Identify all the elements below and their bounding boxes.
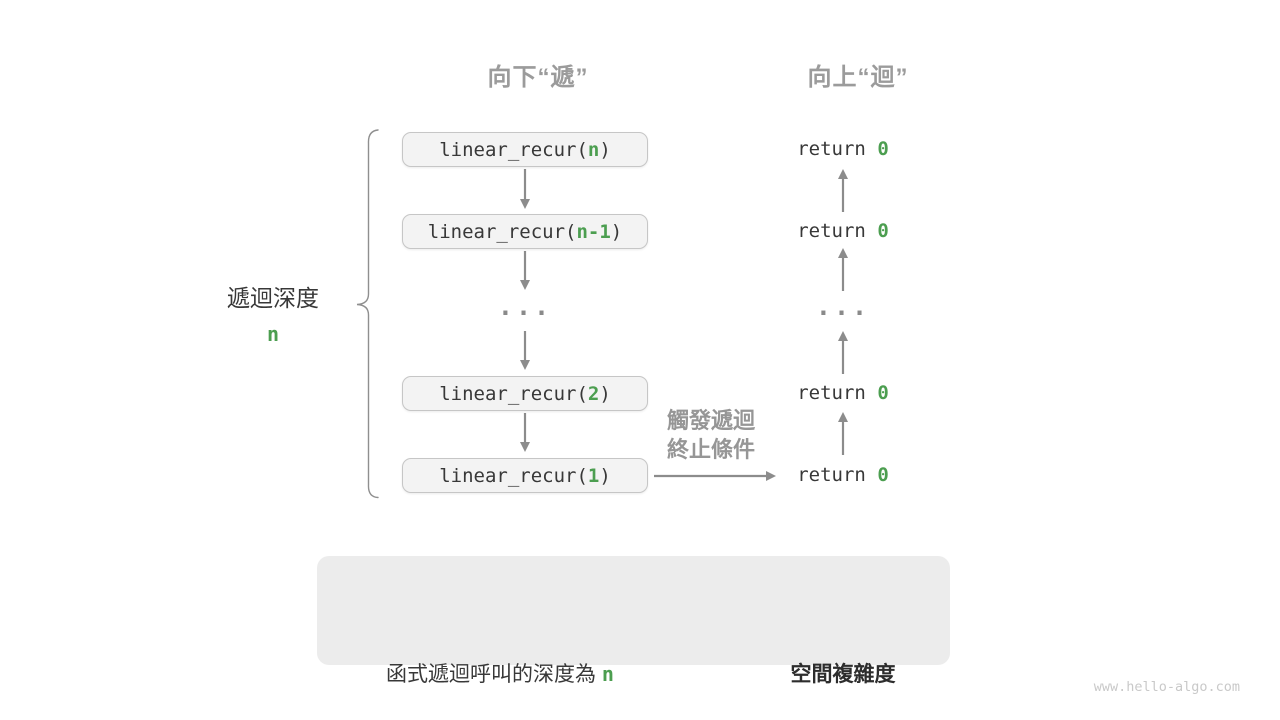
call-box-text: ) (610, 220, 623, 243)
summary-left-text: 函式遞迴呼叫的深度為 n 共使用 O(n) 的堆疊幀空間 (330, 572, 670, 720)
return-ellipsis: ... (815, 292, 871, 321)
summary-panel (317, 556, 950, 665)
termination-label-line1: 觸發遞迴 (666, 408, 755, 433)
return-row: return 0 (743, 382, 943, 408)
return-text: return (797, 382, 878, 404)
termination-label-line2: 終止條件 (666, 437, 755, 462)
header-descend: 向下“遞” (487, 64, 589, 91)
call-box-text: linear_recur( (439, 382, 588, 405)
call-box-arg: 2 (587, 382, 600, 405)
return-text: return (797, 138, 878, 160)
return-text: return (797, 220, 878, 242)
summary-line1: 函式遞迴呼叫的深度為 n (330, 654, 670, 695)
call-box-arg: n (587, 138, 600, 161)
return-value: 0 (877, 220, 889, 242)
return-row: return 0 (743, 464, 943, 490)
depth-label-value: n (266, 322, 280, 346)
space-complexity-title: 空間複雜度 (790, 663, 896, 686)
termination-label: 觸發遞迴 終止條件 (650, 406, 772, 464)
call-box-1: linear_recur(1) (402, 458, 648, 493)
return-value: 0 (877, 382, 889, 404)
header-ascend: 向上“迴” (807, 64, 909, 91)
call-box-2: linear_recur(2) (402, 376, 648, 411)
return-row: return 0 (743, 220, 943, 246)
call-box-n-1: linear_recur(n-1) (402, 214, 648, 249)
call-box-text: linear_recur( (439, 464, 588, 487)
call-box-text: linear_recur( (427, 220, 577, 243)
call-box-arg: 1 (587, 464, 600, 487)
call-box-text: ) (599, 464, 611, 487)
call-box-text: linear_recur( (439, 138, 588, 161)
return-text: return (797, 464, 878, 486)
return-row: return 0 (743, 138, 943, 164)
depth-label: 遞迴深度 n (178, 279, 368, 346)
return-value: 0 (877, 138, 889, 160)
summary-line1-value: n (601, 662, 614, 686)
call-box-text: ) (599, 382, 611, 405)
summary-right-text: 空間複雜度 線性階 O(n) (743, 572, 943, 720)
return-value: 0 (877, 464, 889, 486)
depth-label-title: 遞迴深度 (227, 285, 319, 311)
summary-line1-text: 函式遞迴呼叫的深度為 (386, 663, 602, 686)
call-ellipsis: ... (497, 292, 553, 321)
call-box-text: ) (599, 138, 611, 161)
call-box-n: linear_recur(n) (402, 132, 648, 167)
call-box-arg: n-1 (576, 220, 611, 243)
watermark: www.hello-algo.com (1093, 679, 1240, 695)
